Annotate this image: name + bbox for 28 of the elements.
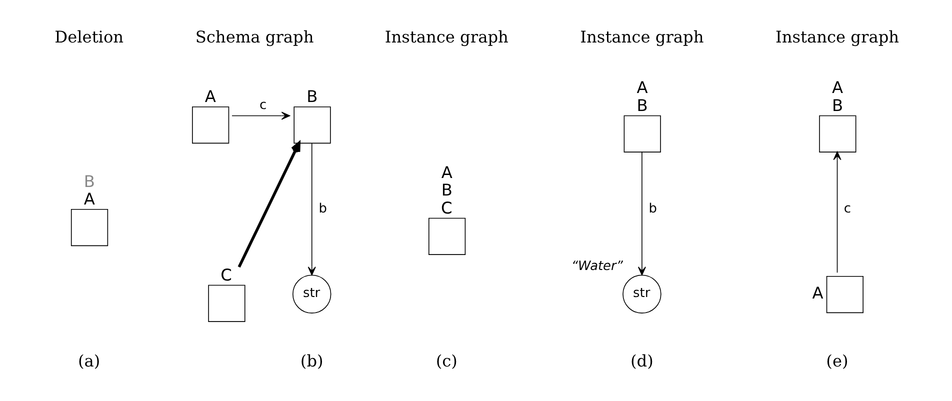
label: (c): [435, 351, 457, 370]
node-label: B: [306, 87, 318, 106]
node-label: C: [220, 265, 232, 284]
label: Deletion: [54, 28, 124, 47]
edge-label: b: [318, 201, 326, 216]
node-label: C: [440, 198, 452, 218]
edge-label: c: [259, 98, 266, 114]
node-label: “Water”: [570, 259, 622, 274]
label: Instance graph: [580, 28, 704, 47]
node-label: B: [832, 96, 843, 115]
node-label: A: [832, 78, 843, 98]
label: (b): [300, 351, 323, 370]
edge-label: c: [843, 201, 850, 216]
node-label: A: [440, 162, 452, 182]
label: (a): [78, 351, 100, 370]
label: Instance graph: [384, 28, 508, 47]
node-label: B: [636, 96, 648, 115]
node-label: A: [636, 78, 648, 98]
label: (d): [630, 351, 653, 370]
label: Schema graph: [194, 28, 314, 47]
node-label: B: [440, 180, 452, 200]
node-label: A: [83, 190, 94, 209]
node-label: B: [83, 172, 94, 191]
label: (e): [826, 351, 848, 370]
node-label: A: [204, 87, 216, 106]
label: Instance graph: [774, 28, 899, 47]
edge-label: b: [648, 201, 656, 216]
node-label: A: [812, 284, 823, 303]
